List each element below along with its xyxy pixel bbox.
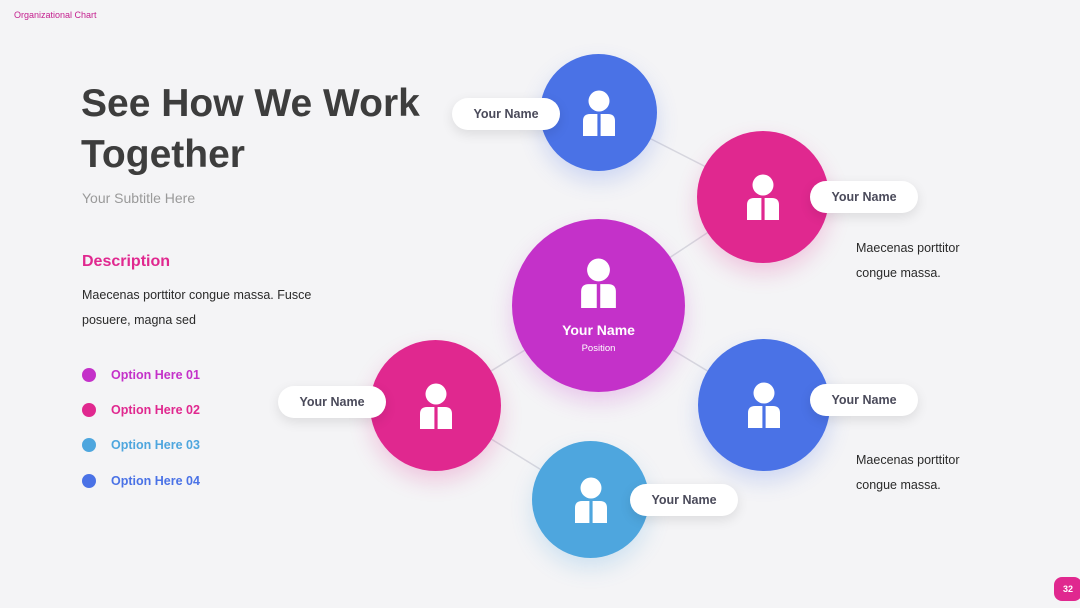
member-node-1 [540, 54, 657, 171]
option-label: Option Here 02 [111, 403, 200, 417]
center-position: Position [581, 342, 616, 354]
page-number-badge: 32 [1054, 577, 1080, 601]
description-heading: Description [82, 253, 171, 270]
option-label: Option Here 04 [111, 474, 200, 488]
option-item-01: Option Here 01 [82, 367, 200, 383]
person-icon [574, 477, 607, 523]
slide-header-label: Organizational Chart [14, 10, 97, 20]
member-name-pill-3: Your Name [810, 384, 918, 416]
option-item-02: Option Here 02 [82, 402, 200, 418]
member-name-pill-4: Your Name [278, 386, 386, 418]
option-bullet-icon [82, 368, 96, 382]
option-item-04: Option Here 04 [82, 473, 200, 489]
member-name-pill-1: Your Name [452, 98, 560, 130]
option-bullet-icon [82, 474, 96, 488]
person-icon [581, 258, 616, 308]
member-note-2: Maecenas porttitor congue massa. [856, 453, 960, 492]
option-bullet-icon [82, 438, 96, 452]
member-name-pill-2: Your Name [810, 181, 918, 213]
person-icon [748, 382, 780, 428]
member-node-5 [532, 441, 649, 558]
person-icon [747, 174, 779, 220]
person-icon [419, 383, 452, 429]
slide-subtitle: Your Subtitle Here [82, 190, 196, 206]
option-label: Option Here 01 [111, 368, 200, 382]
member-note-1: Maecenas porttitor congue massa. [856, 241, 960, 280]
person-icon [582, 90, 615, 136]
member-node-3 [698, 339, 830, 471]
center-node: Your Name Position [512, 219, 685, 392]
option-item-03: Option Here 03 [82, 437, 200, 453]
slide-title: See How We Work Together [81, 82, 420, 176]
member-node-2 [697, 131, 829, 263]
option-bullet-icon [82, 403, 96, 417]
member-node-4 [370, 340, 501, 471]
description-text: Maecenas porttitor congue massa. Fusce p… [82, 288, 312, 327]
center-name: Your Name [562, 321, 635, 338]
member-name-pill-5: Your Name [630, 484, 738, 516]
option-label: Option Here 03 [111, 438, 200, 452]
